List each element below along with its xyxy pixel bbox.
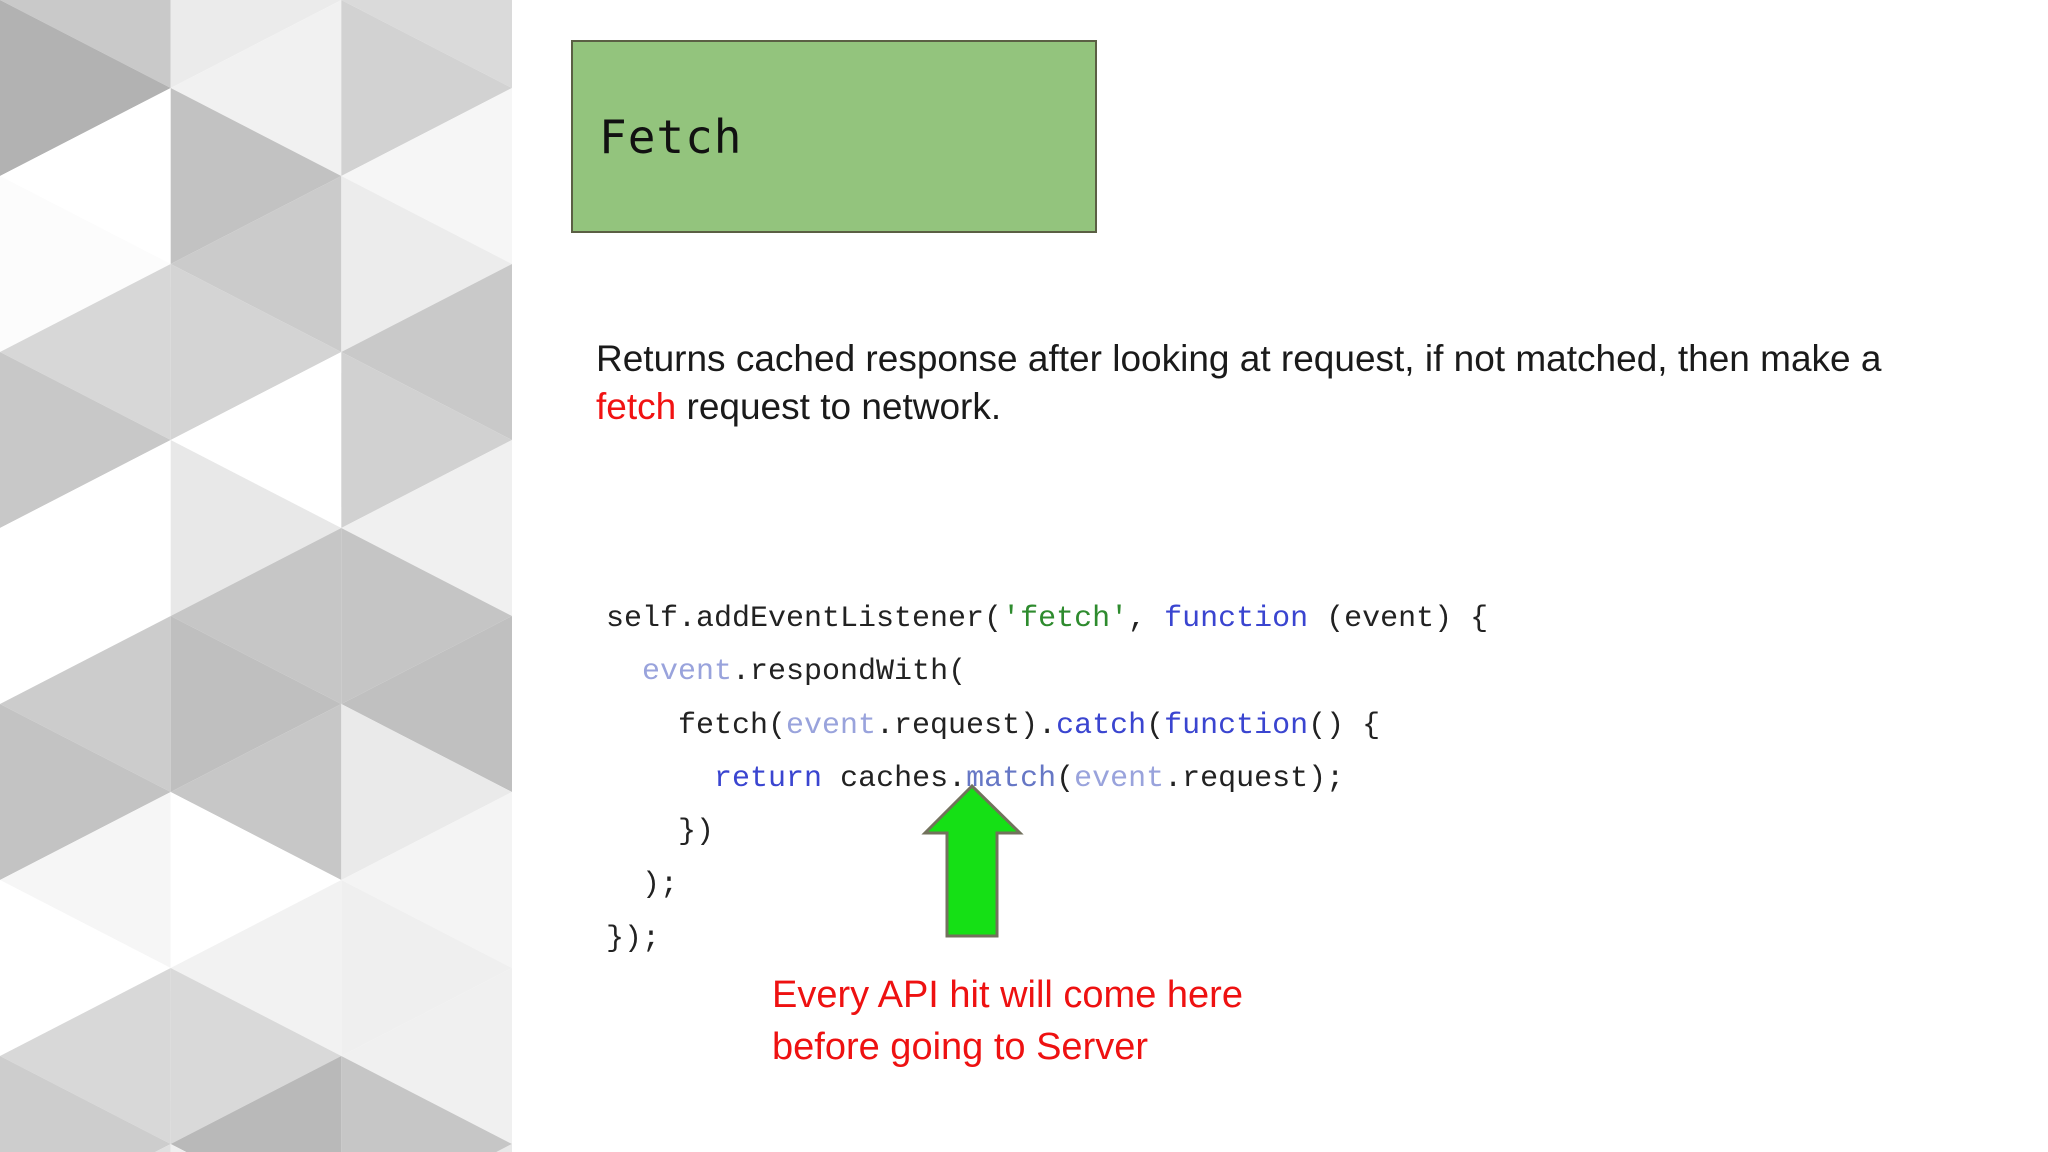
code-token: }) <box>606 815 715 850</box>
intro-line2: request to network. <box>676 386 1002 427</box>
mosaic-triangle <box>0 528 171 704</box>
code-token: caches. <box>822 761 967 796</box>
code-token <box>606 762 714 796</box>
code-block: self.addEventListener('fetch', function … <box>606 593 1488 966</box>
mosaic-triangle <box>341 704 512 880</box>
mosaic-triangle <box>170 0 342 176</box>
code-token: function <box>1164 708 1309 743</box>
caption-line2: before going to Server <box>772 1026 1149 1068</box>
mosaic-triangle <box>170 176 342 352</box>
code-line: }) <box>606 806 1488 859</box>
code-token: event <box>1074 761 1165 796</box>
code-token: event <box>786 708 877 743</box>
code-token: .request). <box>876 708 1057 743</box>
mosaic-triangle <box>341 0 512 176</box>
mosaic-triangle <box>341 792 512 968</box>
code-token <box>606 655 642 689</box>
mosaic-triangle <box>0 1056 171 1152</box>
code-token: .respondWith( <box>732 655 967 690</box>
code-token: (event) { <box>1308 602 1489 636</box>
mosaic-triangle <box>341 88 512 264</box>
code-token: event <box>642 655 733 690</box>
code-token: .request); <box>1164 761 1345 796</box>
code-line: fetch(event.request).catch(function() { <box>606 700 1488 753</box>
mosaic-triangle <box>341 528 512 704</box>
code-token: , <box>1128 602 1165 636</box>
code-line: event.respondWith( <box>606 646 1488 699</box>
mosaic-triangle <box>341 968 512 1144</box>
code-token: function <box>1164 602 1309 636</box>
code-token: 'fetch' <box>1002 602 1129 636</box>
mosaic-triangle <box>0 616 171 792</box>
mosaic-triangle <box>170 880 342 1056</box>
title-box: Fetch <box>571 40 1097 233</box>
mosaic-triangle <box>0 440 171 616</box>
code-token: ( <box>1056 761 1075 796</box>
mosaic-triangle <box>341 264 512 440</box>
mosaic-triangle <box>341 616 512 792</box>
mosaic-triangle <box>0 792 171 968</box>
code-token: catch <box>1056 708 1147 743</box>
code-token: ( <box>1146 708 1165 743</box>
triangle-mosaic-pattern <box>0 0 512 1152</box>
slide-title: Fetch <box>599 109 743 164</box>
caption-line1: Every API hit will come here <box>772 974 1243 1016</box>
code-token: ); <box>606 868 679 903</box>
annotation-caption: Every API hit will come here before going… <box>772 969 1243 1073</box>
code-line: }); <box>606 913 1488 966</box>
mosaic-triangle <box>0 704 171 880</box>
code-token: self.addEventListener( <box>606 602 1003 636</box>
mosaic-triangle <box>170 704 342 880</box>
mosaic-triangle <box>170 1144 187 1152</box>
mosaic-triangle <box>170 792 342 968</box>
mosaic-triangle <box>341 352 512 528</box>
mosaic-triangle <box>170 88 342 264</box>
mosaic-triangle <box>170 352 342 528</box>
mosaic-triangle <box>170 1056 342 1152</box>
intro-paragraph: Returns cached response after looking at… <box>596 335 1881 431</box>
code-token: fetch( <box>606 708 787 743</box>
mosaic-triangle <box>0 968 171 1144</box>
intro-red-word: fetch <box>596 386 677 427</box>
mosaic-triangle <box>170 440 342 616</box>
mosaic-triangle <box>0 352 171 528</box>
mosaic-triangle <box>170 264 342 440</box>
mosaic-triangle <box>170 528 342 704</box>
intro-line1: Returns cached response after looking at… <box>596 338 1882 379</box>
mosaic-triangle <box>0 880 171 1056</box>
code-token: match <box>966 761 1057 796</box>
code-token: () { <box>1308 708 1381 743</box>
code-line: return caches.match(event.request); <box>606 753 1488 806</box>
mosaic-triangle <box>170 616 342 792</box>
code-line: ); <box>606 859 1488 912</box>
mosaic-triangle <box>170 968 342 1144</box>
mosaic-triangle <box>0 0 171 176</box>
code-token: }); <box>606 921 661 956</box>
code-line: self.addEventListener('fetch', function … <box>606 593 1488 646</box>
mosaic-triangle <box>0 88 171 264</box>
mosaic-triangle <box>341 880 512 1056</box>
mosaic-triangle <box>341 1056 512 1152</box>
mosaic-triangle <box>341 440 512 616</box>
mosaic-triangle <box>496 1144 512 1152</box>
mosaic-triangle <box>0 264 171 440</box>
mosaic-triangle <box>155 1144 171 1152</box>
mosaic-triangle <box>0 176 171 352</box>
code-token: return <box>714 761 823 796</box>
mosaic-triangle <box>341 176 512 352</box>
